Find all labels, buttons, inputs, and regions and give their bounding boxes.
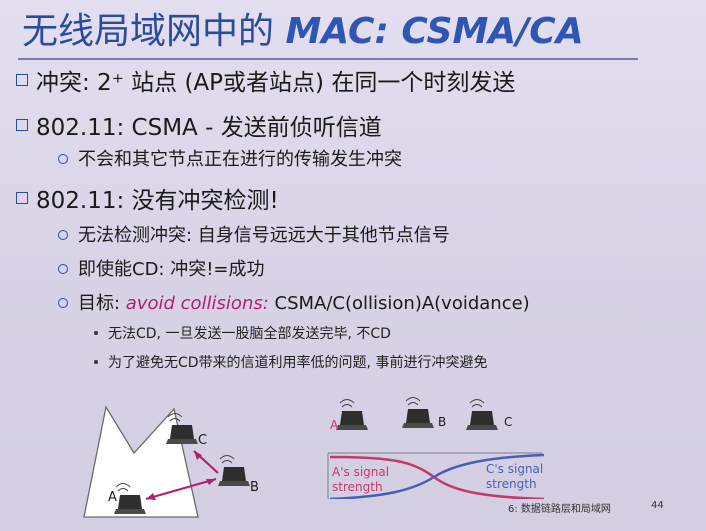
goal-prefix: 目标: [78,293,126,314]
title-underline [18,58,638,60]
signal-attenuation-figure: A B C A's signal strength C's signal str… [327,397,545,499]
link-a-b [145,477,217,501]
bullet-cannot-cd: 无法CD, 一旦发送一股脑全部发送完毕, 不CD [108,326,391,342]
a-signal-label-line2: strength [332,480,383,494]
figure-right-label-c: C [504,415,512,429]
arrow-head-c [194,451,202,460]
arrow-head-b [206,479,216,485]
laptop-a-icon [336,399,368,430]
figure-left-label-a: A [108,490,117,505]
a-signal-label-line1: A's signal [332,465,389,479]
laptop-a-icon [114,483,146,514]
bullet-cannot-detect: 无法检测冲突: 自身信号远远大于其他节点信号 [78,225,450,246]
dot-bullet-icon [94,331,98,335]
bullet-csma: 802.11: CSMA - 发送前侦听信道 [36,115,382,141]
title-prefix: 无线局域网中的 [22,11,286,52]
laptop-c-icon [466,399,498,430]
laptop-c-icon [166,413,198,444]
c-signal-label-line2: strength [486,477,537,491]
circle-bullet-icon [58,154,68,164]
mountain-obstacle [83,405,199,518]
figure-left-label-c: C [198,433,207,448]
figure-right-label-a: A [330,418,339,432]
circle-bullet-icon [58,264,68,274]
figure-left-label-b: B [250,480,259,495]
hidden-terminal-figure: C B A [83,405,259,518]
c-signal-curve [329,453,545,499]
laptop-b-icon [218,455,250,486]
page-number: 44 [651,500,664,511]
circle-bullet-icon [58,298,68,308]
bullet-no-collision-ongoing: 不会和其它节点正在进行的传输发生冲突 [78,149,402,170]
goal-suffix: CSMA/C(ollision)A(voidance) [268,293,530,314]
c-signal-label-line1: C's signal [486,462,543,476]
square-bullet-icon [16,192,28,204]
bullet-cd-not-success: 即使能CD: 冲突!=成功 [78,259,265,280]
title-mac: MAC: CSMA/CA [285,11,584,52]
footer-chapter: 6: 数据链路层和局域网 [508,504,611,515]
square-bullet-icon [16,119,28,131]
dot-bullet-icon [94,360,98,364]
laptop-b-icon [402,397,434,428]
figure-right-label-b: B [438,415,446,429]
arrow-head-a [146,493,156,500]
bullet-no-collision-detection: 802.11: 没有冲突检测! [36,188,279,214]
square-bullet-icon [16,74,28,86]
slide-title: 无线局域网中的 MAC: CSMA/CA [22,10,584,54]
bullet-collision: 冲突: 2⁺ 站点 (AP或者站点) 在同一个时刻发送 [36,70,516,96]
circle-bullet-icon [58,230,68,240]
bullet-goal: 目标: avoid collisions: CSMA/C(ollision)A(… [78,289,530,315]
goal-avoid-collisions: avoid collisions: [125,293,269,314]
bullet-avoid-beforehand: 为了避免无CD带来的信道利用率低的问题, 事前进行冲突避免 [108,355,488,371]
